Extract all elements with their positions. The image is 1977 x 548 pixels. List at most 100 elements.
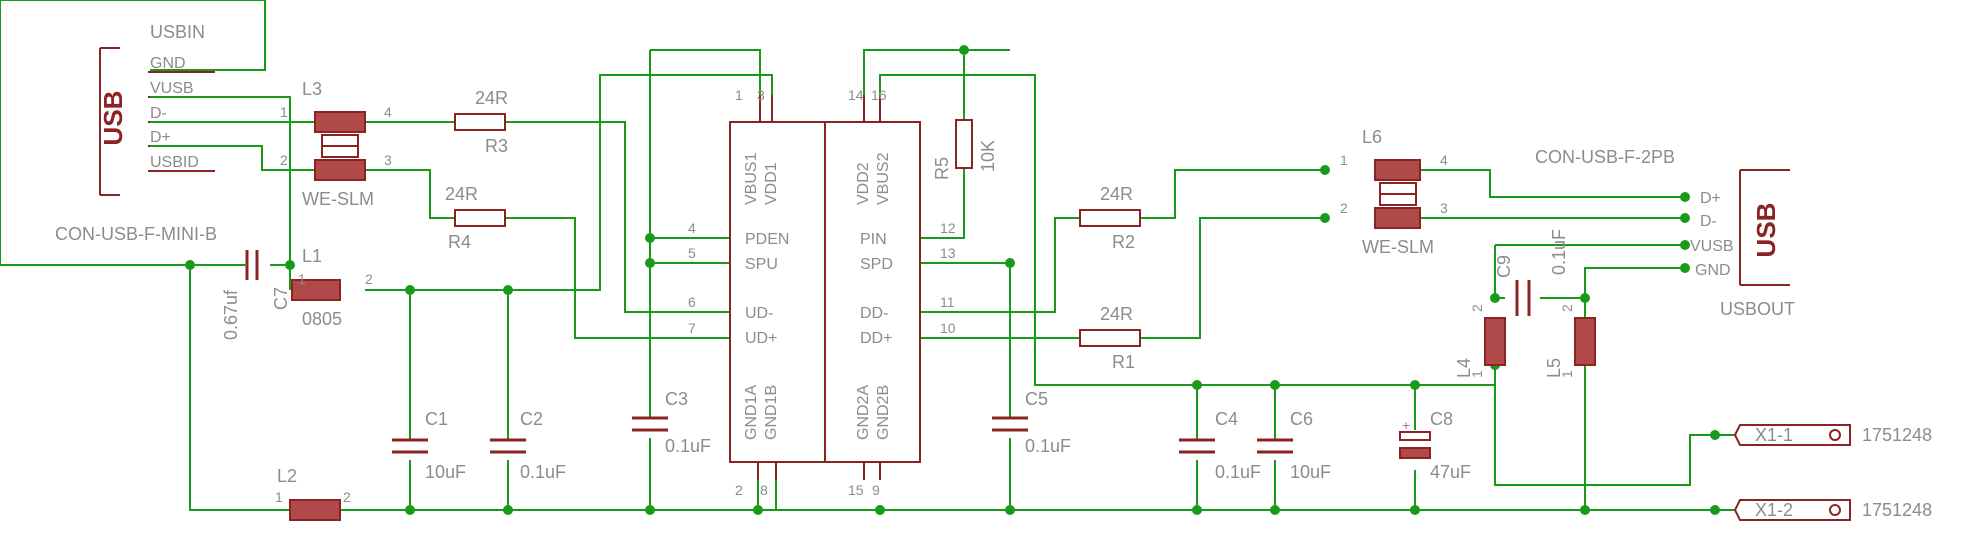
capacitor-c7-value: 0.67uf bbox=[221, 289, 241, 340]
ic-gnd2b: GND2B bbox=[875, 385, 892, 440]
usbin-body-label: USB bbox=[98, 91, 128, 146]
ic-vdd2: VDD2 bbox=[855, 162, 872, 205]
inductor-l1-name: L1 bbox=[302, 246, 322, 266]
choke-l6: L6 WE-SLM 1 2 3 4 bbox=[1340, 127, 1448, 257]
capacitor-c2-value: 0.1uF bbox=[520, 462, 566, 482]
capacitor-c1-value: 10uF bbox=[425, 462, 466, 482]
inductor-l2-pin1: 1 bbox=[275, 489, 283, 505]
capacitor-c4: C4 0.1uF bbox=[1179, 409, 1261, 482]
ic-pin-6-num: 6 bbox=[688, 294, 696, 310]
ic-dd-minus: DD- bbox=[860, 305, 888, 322]
capacitor-c5: C5 0.1uF bbox=[992, 389, 1071, 456]
ic-pin-15-num: 15 bbox=[848, 482, 864, 498]
capacitor-c7: 0.67uf C7 bbox=[190, 250, 291, 340]
resistor-r5-name: R5 bbox=[932, 157, 952, 180]
capacitor-c4-value: 0.1uF bbox=[1215, 462, 1261, 482]
choke-l3-coil-bottom bbox=[314, 159, 366, 181]
choke-l3-name: L3 bbox=[302, 79, 322, 99]
resistor-r1-value: 24R bbox=[1100, 304, 1133, 324]
terminal-x1-1-value: 1751248 bbox=[1862, 425, 1932, 445]
usbin-connector: USB USBIN CON-USB-F-MINI-B GND VUSB D- D… bbox=[0, 0, 266, 266]
usbin-pin-gnd: GND bbox=[150, 55, 186, 72]
choke-l3-pin2: 2 bbox=[280, 152, 288, 168]
choke-l3-pin1: 1 bbox=[280, 104, 288, 120]
inductor-l1: L1 0805 1 2 bbox=[291, 246, 373, 329]
choke-l3-pin4: 4 bbox=[384, 104, 392, 120]
ic-pin-9-num: 9 bbox=[872, 482, 880, 498]
usbout-connector: CON-USB-F-2PB USBOUT USB D+ D- VUSB GND bbox=[1535, 147, 1795, 319]
resistor-r5: R5 10K bbox=[932, 119, 998, 180]
choke-l6-pin2: 2 bbox=[1340, 200, 1348, 216]
junctions bbox=[185, 45, 1720, 515]
capacitor-c2-name: C2 bbox=[520, 409, 543, 429]
ic-gnd1a: GND1A bbox=[743, 385, 760, 440]
inductor-l5-name: L5 bbox=[1544, 358, 1564, 378]
ic-pin-1-num: 1 bbox=[735, 87, 743, 103]
terminal-x1-2-name: X1-2 bbox=[1755, 500, 1793, 520]
usbout-name: USBOUT bbox=[1720, 299, 1795, 319]
ic-pin-13-num: 13 bbox=[940, 245, 956, 261]
capacitor-c1: C1 10uF bbox=[392, 409, 466, 482]
inductor-l2: L2 1 2 bbox=[275, 466, 351, 521]
capacitor-c7-name: C7 bbox=[271, 287, 291, 310]
choke-l6-pin1: 1 bbox=[1340, 152, 1348, 168]
capacitor-c5-name: C5 bbox=[1025, 389, 1048, 409]
capacitor-c4-name: C4 bbox=[1215, 409, 1238, 429]
ic-dd-plus: DD+ bbox=[860, 330, 892, 347]
ic-pin-5-num: 5 bbox=[688, 245, 696, 261]
resistor-r1-name: R1 bbox=[1112, 352, 1135, 372]
wires bbox=[150, 49, 1735, 511]
capacitor-c8-name: C8 bbox=[1430, 409, 1453, 429]
resistor-r5-value: 10K bbox=[978, 140, 998, 172]
ic-pin-2-num: 2 bbox=[735, 482, 743, 498]
choke-l3-coil-top bbox=[314, 111, 366, 133]
resistor-r4-value: 24R bbox=[445, 184, 478, 204]
usbin-frame-wire bbox=[0, 0, 266, 71]
ic-vbus1: VBUS1 bbox=[743, 152, 760, 205]
capacitor-c3-name: C3 bbox=[665, 389, 688, 409]
choke-l6-pin3: 3 bbox=[1440, 200, 1448, 216]
usbin-pin-dminus: D- bbox=[150, 105, 167, 122]
capacitor-c8-value: 47uF bbox=[1430, 462, 1471, 482]
inductor-l2-pin2: 2 bbox=[343, 489, 351, 505]
capacitor-c8: + C8 47uF bbox=[1399, 409, 1471, 482]
inductor-l1-pin2: 2 bbox=[365, 271, 373, 287]
ic-pin-8-num: 8 bbox=[760, 482, 768, 498]
choke-l6-value: WE-SLM bbox=[1362, 237, 1434, 257]
ic-vbus2: VBUS2 bbox=[875, 152, 892, 205]
terminal-x1-1-name: X1-1 bbox=[1755, 425, 1793, 445]
capacitor-c1-name: C1 bbox=[425, 409, 448, 429]
ic-spd: SPD bbox=[860, 256, 893, 273]
capacitor-c9-name: C9 bbox=[1494, 255, 1514, 278]
usbout-value: CON-USB-F-2PB bbox=[1535, 147, 1675, 167]
capacitor-c9-value: 0.1uF bbox=[1549, 229, 1569, 275]
ic-pden: PDEN bbox=[745, 231, 789, 248]
resistor-r4: 24R R4 bbox=[445, 184, 506, 252]
ic-ud-plus: UD+ bbox=[745, 330, 777, 347]
capacitor-c6-name: C6 bbox=[1290, 409, 1313, 429]
ic-pin-10-num: 10 bbox=[940, 320, 956, 336]
ic-pin-11-num: 11 bbox=[940, 294, 955, 310]
ic-vdd1: VDD1 bbox=[763, 162, 780, 205]
ic-pin-14-num: 14 bbox=[848, 87, 864, 103]
ic-pin-12-num: 12 bbox=[940, 220, 956, 236]
choke-l6-name: L6 bbox=[1362, 127, 1382, 147]
resistor-r4-name: R4 bbox=[448, 232, 471, 252]
usbout-pin-vusb: VUSB bbox=[1690, 238, 1734, 255]
capacitor-c5-value: 0.1uF bbox=[1025, 436, 1071, 456]
ic-pin-3-num: 3 bbox=[757, 87, 765, 103]
choke-l3: L3 WE-SLM 1 2 3 4 bbox=[280, 79, 392, 209]
resistor-r3-name: R3 bbox=[485, 136, 508, 156]
usbin-pin-vusb: VUSB bbox=[150, 80, 194, 97]
usbin-pin-dplus: D+ bbox=[150, 129, 171, 146]
resistor-r1: 24R R1 bbox=[1079, 304, 1141, 372]
capacitor-c8-polarity: + bbox=[1402, 417, 1410, 433]
capacitor-c3: C3 0.1uF bbox=[632, 389, 711, 456]
ic-pin-7-num: 7 bbox=[688, 320, 696, 336]
terminal-x1-2: X1-2 1751248 bbox=[1733, 499, 1932, 521]
resistor-r2: 24R R2 bbox=[1079, 184, 1141, 252]
resistor-r2-name: R2 bbox=[1112, 232, 1135, 252]
usbout-body-label: USB bbox=[1751, 203, 1781, 258]
inductor-l5-pin1: 1 bbox=[1559, 370, 1575, 378]
inductor-l5-pin2: 2 bbox=[1559, 304, 1575, 312]
